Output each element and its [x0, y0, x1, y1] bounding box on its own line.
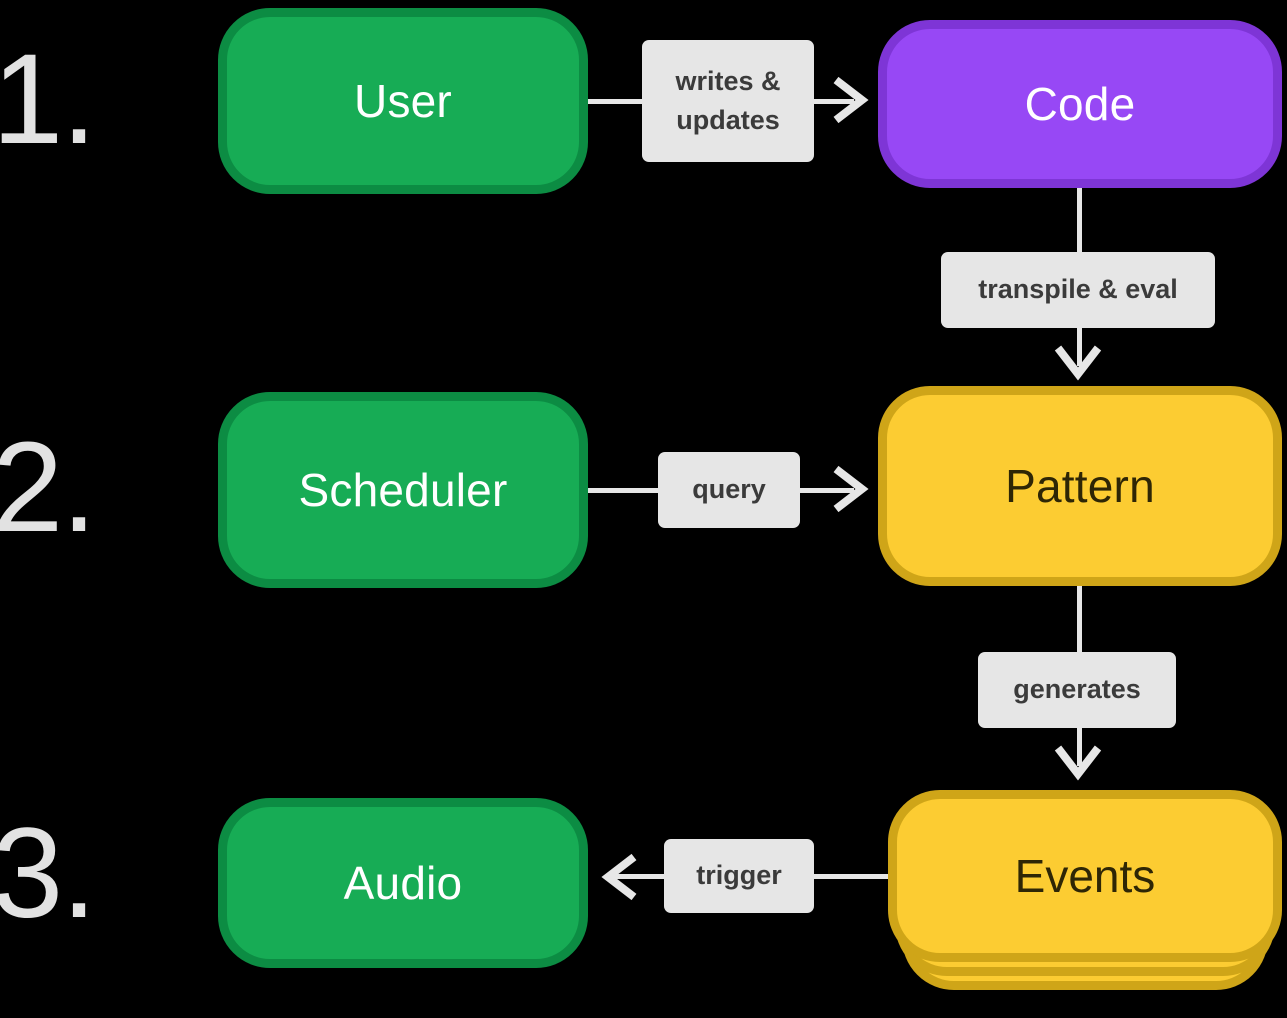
- edge-line-events-audio-right: [814, 874, 892, 879]
- arrow-right-user-code: [832, 74, 876, 126]
- edge-label-generates: generates: [978, 652, 1176, 728]
- arrow-down-code-pattern: [1052, 344, 1104, 388]
- node-audio[interactable]: Audio: [218, 798, 588, 968]
- events-stack-layer-front: Events: [888, 790, 1282, 962]
- edge-line-code-pattern-bottom: [1077, 326, 1082, 366]
- step-number-3: 3.: [0, 802, 97, 945]
- edge-line-pattern-events-bottom: [1077, 726, 1082, 766]
- edge-line-pattern-events-top: [1077, 586, 1082, 656]
- edge-line-scheduler-pattern-right: [800, 488, 854, 493]
- node-events[interactable]: Events: [888, 790, 1282, 1018]
- node-pattern[interactable]: Pattern: [878, 386, 1282, 586]
- edge-line-user-code-left: [588, 99, 646, 104]
- edge-line-events-audio-left: [614, 874, 664, 879]
- node-code[interactable]: Code: [878, 20, 1282, 188]
- node-user[interactable]: User: [218, 8, 588, 194]
- step-number-1: 1.: [0, 28, 97, 171]
- arrow-left-events-audio: [594, 851, 638, 903]
- edge-label-query: query: [658, 452, 800, 528]
- edge-label-trigger: trigger: [664, 839, 814, 913]
- arrow-down-pattern-events: [1052, 744, 1104, 788]
- edge-label-writes-updates: writes & updates: [642, 40, 814, 162]
- edge-label-transpile-eval: transpile & eval: [941, 252, 1215, 328]
- edge-line-user-code-right: [814, 99, 854, 104]
- arrow-right-scheduler-pattern: [832, 463, 876, 515]
- node-scheduler[interactable]: Scheduler: [218, 392, 588, 588]
- edge-line-code-pattern-top: [1077, 188, 1082, 256]
- step-number-2: 2.: [0, 416, 97, 559]
- edge-line-scheduler-pattern-left: [588, 488, 658, 493]
